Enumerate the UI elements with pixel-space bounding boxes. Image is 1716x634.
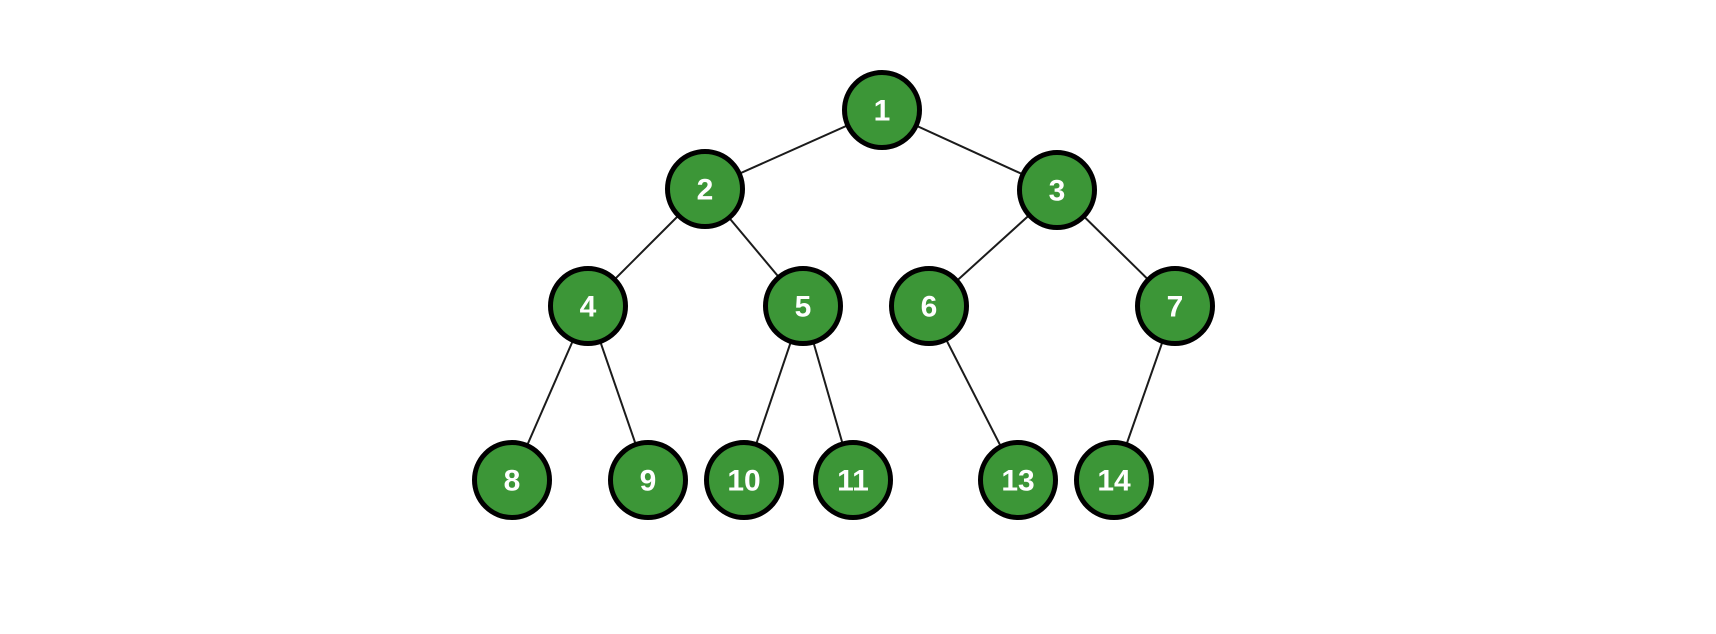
tree-nodes-layer: 1 2 3 4 5 6 7 8 9 10 11 13 14 xyxy=(472,70,1215,520)
tree-node-14: 14 xyxy=(1074,440,1154,520)
tree-node-label-5: 5 xyxy=(795,291,812,324)
tree-node-label-3: 3 xyxy=(1049,175,1066,208)
tree-node-circle-11 xyxy=(813,440,893,520)
tree-node-circle-8 xyxy=(472,440,552,520)
tree-node-circle-10 xyxy=(704,440,784,520)
tree-node-4: 4 xyxy=(548,266,628,346)
tree-node-circle-13 xyxy=(978,440,1058,520)
tree-node-6: 6 xyxy=(889,266,969,346)
tree-node-label-1: 1 xyxy=(874,95,891,128)
tree-node-1: 1 xyxy=(842,70,922,150)
tree-node-label-8: 8 xyxy=(504,465,521,498)
tree-node-7: 7 xyxy=(1135,266,1215,346)
tree-node-label-6: 6 xyxy=(921,291,938,324)
tree-node-5: 5 xyxy=(763,266,843,346)
tree-node-label-4: 4 xyxy=(580,291,597,324)
tree-node-label-14: 14 xyxy=(1097,465,1131,498)
tree-node-circle-7 xyxy=(1135,266,1215,346)
tree-node-circle-6 xyxy=(889,266,969,346)
tree-node-label-10: 10 xyxy=(727,465,760,498)
tree-node-2: 2 xyxy=(665,149,745,229)
tree-node-circle-5 xyxy=(763,266,843,346)
tree-node-circle-4 xyxy=(548,266,628,346)
tree-node-label-2: 2 xyxy=(697,174,714,207)
tree-node-label-13: 13 xyxy=(1001,465,1034,498)
tree-node-8: 8 xyxy=(472,440,552,520)
tree-node-label-7: 7 xyxy=(1167,291,1184,324)
tree-node-10: 10 xyxy=(704,440,784,520)
tree-node-11: 11 xyxy=(813,440,893,520)
tree-node-circle-3 xyxy=(1017,150,1097,230)
tree-node-label-11: 11 xyxy=(837,465,869,498)
tree-node-3: 3 xyxy=(1017,150,1097,230)
tree-node-9: 9 xyxy=(608,440,688,520)
tree-node-circle-2 xyxy=(665,149,745,229)
tree-node-13: 13 xyxy=(978,440,1058,520)
tree-node-circle-14 xyxy=(1074,440,1154,520)
tree-node-circle-9 xyxy=(608,440,688,520)
tree-node-label-9: 9 xyxy=(640,465,657,498)
tree-node-circle-1 xyxy=(842,70,922,150)
